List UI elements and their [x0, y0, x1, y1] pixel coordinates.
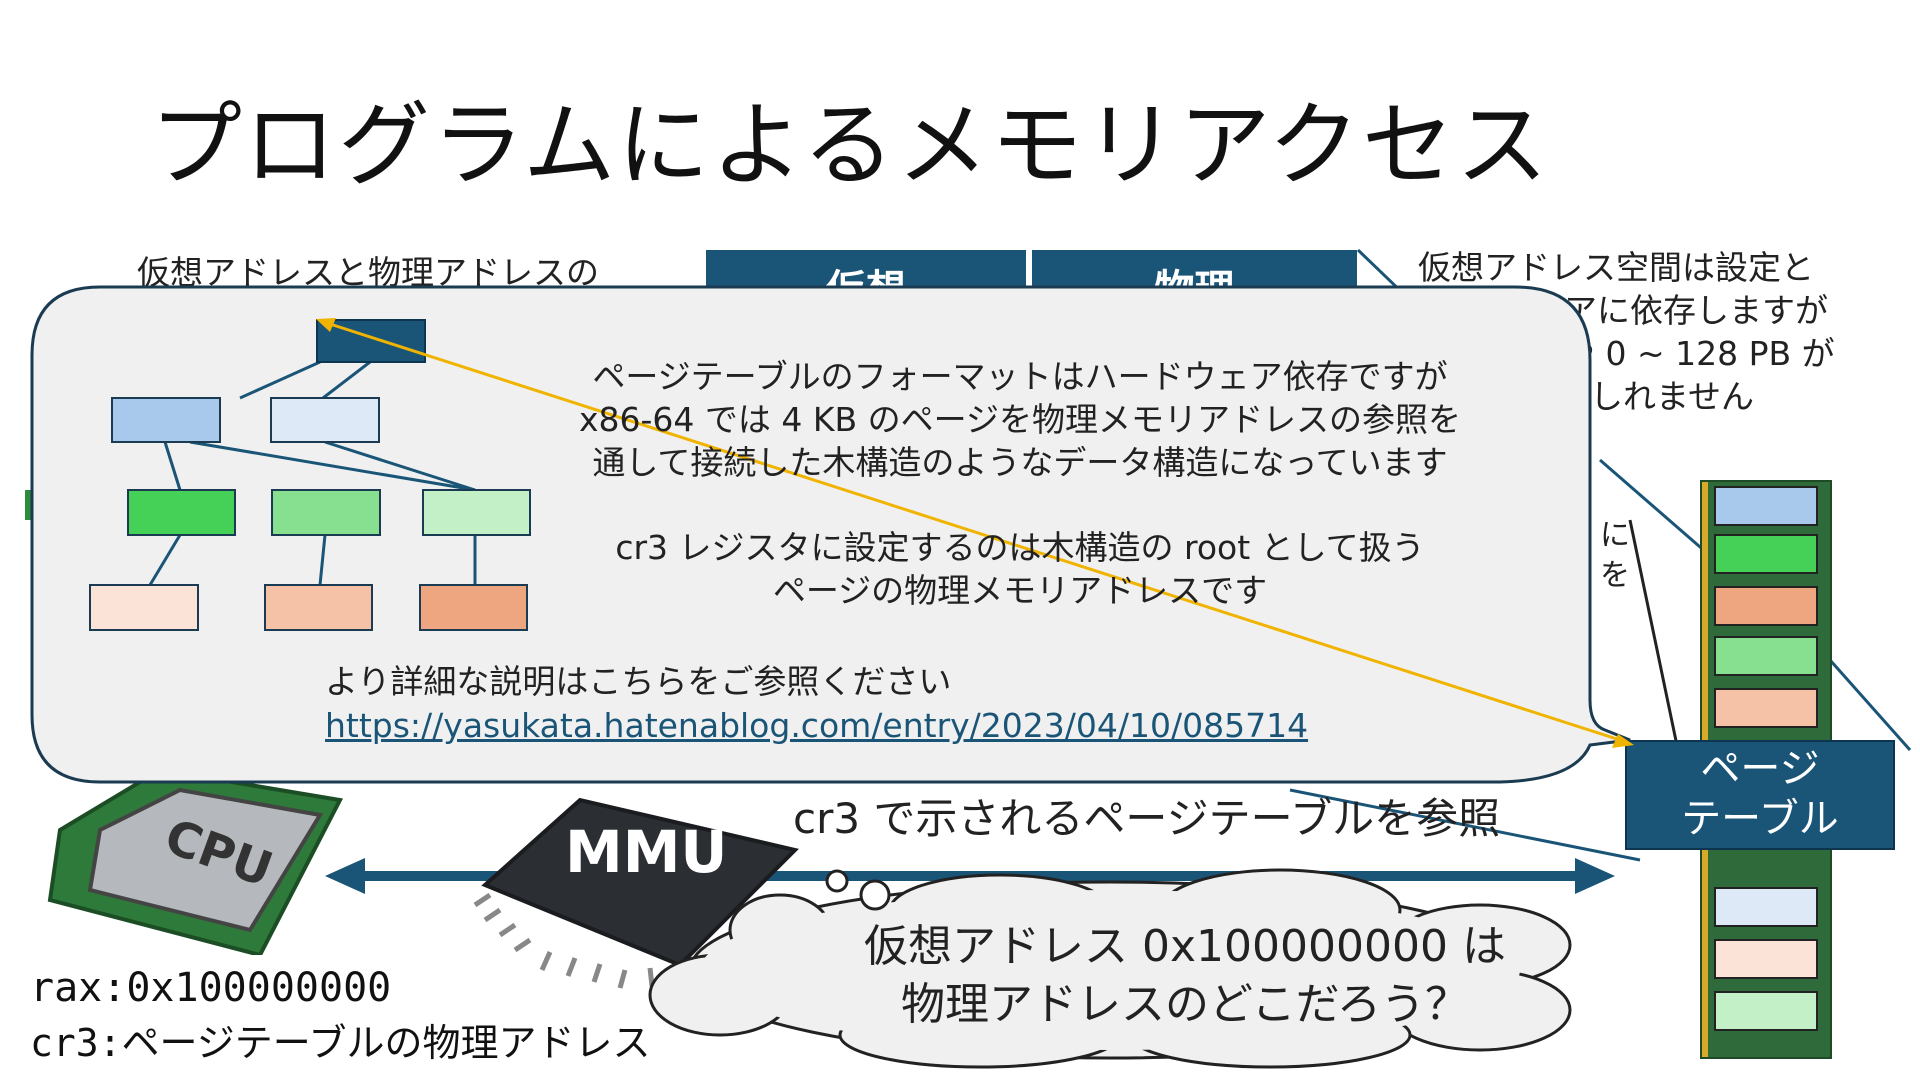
callout-p2-line-1: cr3 レジスタに設定するのは木構造の root として扱う	[520, 526, 1520, 569]
tree-node-l2-a	[128, 490, 235, 535]
tree-node-l2-b	[272, 490, 380, 535]
tree-node-l2-c	[423, 490, 530, 535]
tree-node-l3-c	[420, 585, 527, 630]
tree-node-l3-b	[265, 585, 372, 630]
callout-reference-link[interactable]: https://yasukata.hatenablog.com/entry/20…	[325, 704, 1308, 748]
callout-reference-text: より詳細な説明はこちらをご参照ください	[325, 660, 1308, 704]
callout-p1-line-3: 通して接続した木構造のようなデータ構造になっています	[520, 441, 1520, 484]
tree-node-l1-a	[112, 398, 220, 442]
callout-p1-line-1: ページテーブルのフォーマットはハードウェア依存ですが	[520, 355, 1520, 398]
callout-reference: より詳細な説明はこちらをご参照ください https://yasukata.hat…	[325, 660, 1308, 748]
tree-node-l1-b	[271, 398, 379, 442]
tree-node-l3-a	[90, 585, 198, 630]
callout-p2-line-2: ページの物理メモリアドレスです	[520, 569, 1520, 612]
callout-text: ページテーブルのフォーマットはハードウェア依存ですが x86-64 では 4 K…	[520, 355, 1520, 612]
callout-p1-line-2: x86-64 では 4 KB のページを物理メモリアドレスの参照を	[520, 398, 1520, 441]
